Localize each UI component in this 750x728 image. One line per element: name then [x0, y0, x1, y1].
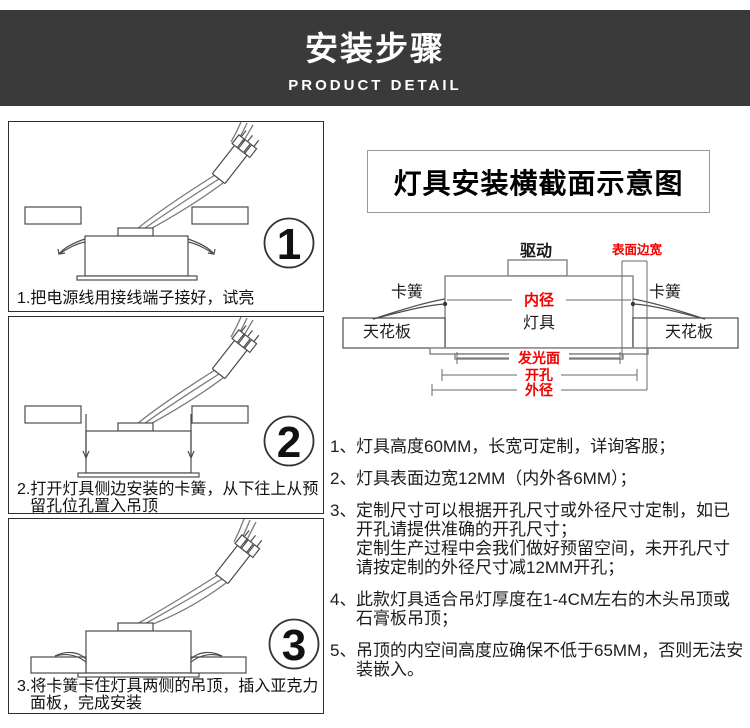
- step-1-panel: 1 1.把电源线用接线端子接好，试亮: [8, 121, 324, 312]
- note-number: 3、: [330, 501, 357, 520]
- driver-box: [507, 259, 568, 277]
- spring-clips: [57, 238, 216, 256]
- note-item-4: 4、 此款灯具适合吊灯厚度在1-4CM左右的木头吊顶或 石膏板吊顶；: [330, 590, 743, 628]
- step-number: 3: [282, 621, 306, 670]
- surface-edge-label: 表面边宽: [611, 242, 663, 257]
- step-number: 2: [277, 418, 301, 467]
- note-text: 灯具表面边宽12MM（内外各6MM）；: [356, 469, 637, 488]
- step-2-illustration: 2: [24, 317, 315, 478]
- clip-right: [630, 298, 706, 320]
- cross-section-title: 灯具安装横截面示意图: [393, 167, 684, 199]
- clip-right-label: 卡簧: [649, 282, 681, 301]
- ceiling-right-label: 天花板: [665, 323, 713, 341]
- note-item-1: 1、 灯具高度60MM，长宽可定制，详询客服；: [330, 437, 743, 456]
- note-number: 1、: [330, 437, 357, 456]
- step-number-badge: 2: [263, 415, 315, 467]
- lamp-body: [76, 227, 198, 281]
- step-1-caption: 1.把电源线用接线端子接好，试亮: [17, 290, 255, 307]
- inner-diameter-label: 内径: [524, 291, 554, 309]
- ceiling-hatch-left: [24, 405, 82, 424]
- note-text: 此款灯具适合吊灯厚度在1-4CM左右的木头吊顶或 石膏板吊顶；: [356, 590, 731, 628]
- note-text: 定制尺寸可以根据开孔尺寸或外径尺寸定制，如已 开孔请提供准确的开孔尺寸； 定制生…: [356, 501, 730, 577]
- luminous-surface-label: 发光面: [517, 350, 560, 366]
- notes-list: 1、 灯具高度60MM，长宽可定制，详询客服； 2、 灯具表面边宽12MM（内外…: [330, 437, 743, 692]
- ceiling-hatch-left: [30, 656, 87, 674]
- lamp-body: [77, 622, 200, 678]
- page-title: 安装步骤: [305, 30, 445, 67]
- wires: [136, 519, 257, 628]
- ceiling-hatch-right: [191, 405, 249, 424]
- ceiling-hatch-right: [191, 206, 249, 225]
- terminal-connector: [212, 130, 260, 184]
- step-number: 1: [277, 220, 301, 269]
- header-banner: 安装步骤 PRODUCT DETAIL: [0, 10, 750, 106]
- step-3-illustration: 3: [30, 519, 320, 678]
- terminal-connector: [212, 325, 260, 379]
- lamp-outline: [444, 275, 634, 349]
- spring-clips-resting: [54, 651, 223, 663]
- spring-clips-vertical: [82, 414, 195, 460]
- note-item-3: 3、 定制尺寸可以根据开孔尺寸或外径尺寸定制，如已 开孔请提供准确的开孔尺寸； …: [330, 501, 743, 577]
- page-subtitle: PRODUCT DETAIL: [288, 77, 462, 94]
- ceiling-left-label: 天花板: [363, 323, 411, 341]
- note-item-5: 5、 吊顶的内空间高度应确保不低于65MM，否则无法安 装嵌入。: [330, 641, 743, 679]
- clip-left-label: 卡簧: [391, 282, 423, 301]
- cross-section-diagram: 驱动 天花板 天花板 卡簧 卡簧 内径 灯具: [342, 242, 739, 398]
- step-3-panel: 3 3.将卡簧卡住灯具两侧的吊顶，插入亚克力 面板，完成安装: [8, 518, 324, 714]
- step-number-badge: 3: [268, 618, 320, 670]
- step-number-badge: 1: [263, 217, 315, 269]
- step-2-panel: 2 2.打开灯具侧边安装的卡簧，从下往上从预 留孔位孔置入吊顶: [8, 316, 324, 515]
- driver-label: 驱动: [520, 242, 552, 260]
- terminal-connector: [215, 530, 263, 584]
- note-number: 2、: [330, 469, 357, 488]
- ceiling-hatch-left: [24, 206, 82, 225]
- step-3-caption: 3.将卡簧卡住灯具两侧的吊顶，插入亚克力 面板，完成安装: [17, 678, 319, 712]
- outer-diameter-label: 外径: [525, 382, 553, 398]
- note-number: 4、: [330, 590, 357, 609]
- lamp-body: [77, 422, 200, 478]
- note-number: 5、: [330, 641, 357, 660]
- step-2-caption: 2.打开灯具侧边安装的卡簧，从下往上从预 留孔位孔置入吊顶: [17, 481, 319, 515]
- clip-left: [372, 298, 448, 320]
- step-1-illustration: 1: [24, 122, 315, 281]
- ceiling-hatch-right: [190, 656, 247, 674]
- note-item-2: 2、 灯具表面边宽12MM（内外各6MM）；: [330, 469, 743, 488]
- note-text: 吊顶的内空间高度应确保不低于65MM，否则无法安 装嵌入。: [356, 641, 744, 679]
- lamp-label: 灯具: [523, 314, 555, 332]
- cross-section-title-box: 灯具安装横截面示意图: [367, 150, 710, 213]
- cutout-label: 开孔: [525, 367, 553, 383]
- note-text: 灯具高度60MM，长宽可定制，详询客服；: [356, 437, 676, 456]
